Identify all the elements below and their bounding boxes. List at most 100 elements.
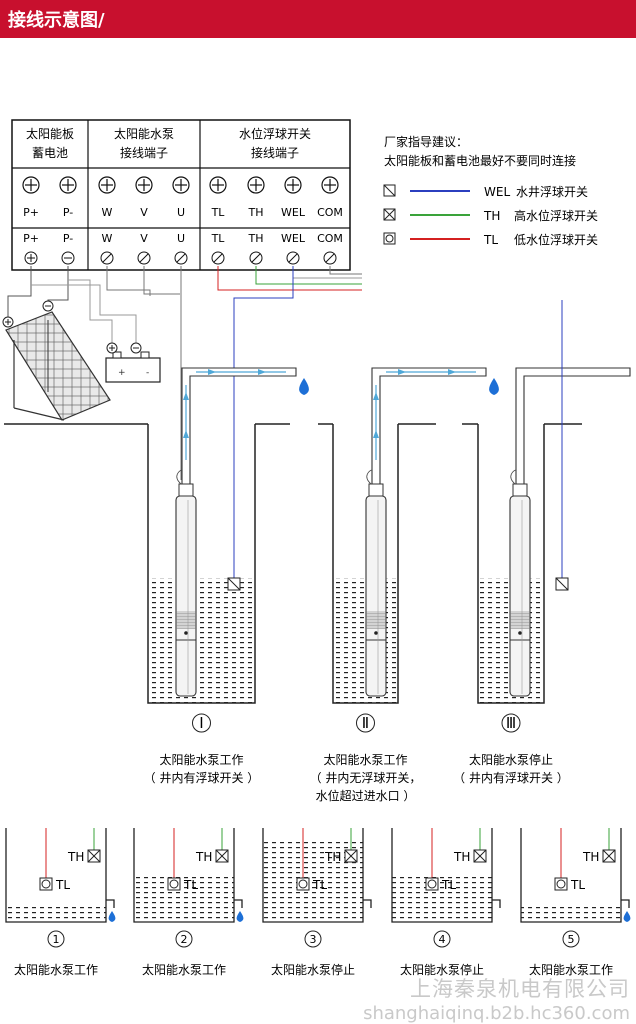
terminal-label-bottom: TH (248, 232, 264, 245)
discharge-pipe (181, 367, 297, 484)
th-label: TH (67, 850, 84, 864)
bottom-screw-icon (100, 251, 114, 265)
tank-water (6, 906, 106, 922)
discharge-pipe (515, 367, 631, 484)
tank-wall (5, 828, 107, 923)
tl-label: TL (441, 878, 456, 892)
tank-label: 太阳能水泵停止 (400, 962, 484, 977)
legend-wel-label: 水井浮球开关 (516, 185, 588, 199)
legend-th-label: 高水位浮球开关 (514, 208, 598, 223)
well-caption-line: （ 井内有浮球开关 ） (144, 771, 260, 785)
well-caption-line: 太阳能水泵工作 (159, 752, 243, 767)
advice-block: 厂家指导建议： 太阳能板和蓄电池最好不要同时连接 (384, 134, 576, 168)
group-1-line2: 蓄电池 (32, 146, 68, 160)
tank-wall (133, 828, 235, 923)
tl-label: TL (183, 878, 198, 892)
bottom-screw-icon (323, 251, 337, 265)
terminal-label-top: TH (248, 206, 264, 219)
legend: WEL 水井浮球开关 TH 高水位浮球开关 TL 低水位浮球开关 (383, 184, 598, 247)
tank-water (392, 875, 492, 922)
well-numeral: Ⅱ (362, 714, 369, 732)
water-drop-icon (489, 378, 499, 395)
terminal-label-bottom: COM (317, 232, 343, 245)
terminal-label-top: TL (211, 206, 226, 219)
tank-wall (520, 828, 622, 923)
tank-2: TH TL 2 太阳能水泵工作 (133, 828, 244, 977)
well-caption-line: （ 井内有浮球开关 ） (453, 771, 569, 785)
bottom-screw-icon (211, 251, 225, 265)
terminal-label-bottom: P+ (23, 232, 39, 245)
terminal-label-bottom: W (102, 232, 113, 245)
terminal-label-bottom: U (177, 232, 185, 245)
tank-label: 太阳能水泵工作 (14, 962, 98, 977)
tank-number-circle (175, 930, 193, 948)
terminal-wel: WEL WEL (281, 176, 306, 245)
tank-4: TH TL 4 太阳能水泵停止 (391, 828, 501, 977)
header-underline (0, 36, 636, 38)
bottom-screw-icon (24, 251, 38, 265)
tank-number: 4 (439, 933, 446, 946)
solar-panel-icon (2, 300, 111, 421)
tank-wall (262, 828, 364, 923)
tank-number-circle (47, 930, 65, 948)
tl-label: TL (55, 878, 70, 892)
well-wall (332, 424, 399, 704)
terminal-w: WW (98, 176, 116, 245)
bottom-screw-icon (174, 251, 188, 265)
terminal-pplus: P+P+ (22, 176, 40, 245)
page-title: 接线示意图/ (8, 10, 105, 31)
legend-tl-code: TL (483, 233, 498, 247)
terminal-th: TH TH (247, 176, 265, 245)
well-water (148, 578, 255, 703)
terminal-label-bottom: WEL (281, 232, 306, 245)
advice-text: 太阳能板和蓄电池最好不要同时连接 (384, 153, 576, 168)
water-drop-icon (236, 911, 244, 922)
tank-number-circle (562, 930, 580, 948)
tank-1: TH TL 1 太阳能水泵工作 (5, 828, 116, 977)
table-frame (11, 119, 351, 271)
legend-wel-code: WEL (484, 185, 510, 199)
bottom-screw-icon (61, 251, 75, 265)
well-caption-line: 水位超过进水口 ） (316, 788, 416, 803)
well-numeral: Ⅰ (199, 714, 203, 732)
th-label: TH (453, 850, 470, 864)
well-caption-line: 太阳能水泵工作 (323, 752, 407, 767)
tank-number: 2 (181, 933, 188, 946)
group-3-line1: 水位浮球开关 (239, 126, 311, 141)
svg-text:-: - (146, 368, 149, 378)
well-caption-line: 太阳能水泵停止 (469, 752, 553, 767)
bottom-screw-icon (286, 251, 300, 265)
tank-label: 太阳能水泵工作 (529, 962, 613, 977)
tank-number: 1 (53, 933, 60, 946)
terminal-label-top: W (102, 206, 113, 219)
well-1: Ⅰ 太阳能水泵工作 （ 井内有浮球开关 ） (144, 367, 309, 785)
battery-icon: +- (105, 342, 161, 383)
tank-number: 5 (568, 933, 575, 946)
terminal-screws-bottom (24, 251, 337, 265)
tank-label: 太阳能水泵工作 (142, 962, 226, 977)
terminal-label-top: P- (63, 206, 73, 219)
terminal-label-top: U (177, 206, 185, 219)
advice-title: 厂家指导建议： (384, 134, 468, 149)
terminal-pminus: P-P- (59, 176, 77, 245)
terminal-tl: TL TL (209, 176, 227, 245)
wiring (7, 266, 362, 582)
tank-water (521, 906, 621, 922)
terminal-label-top: WEL (281, 206, 306, 219)
watermark-company: 上海秦泉机电有限公司 (410, 977, 630, 1001)
legend-th-code: TH (483, 209, 500, 223)
svg-text:+: + (118, 368, 126, 378)
terminal-label-bottom: TL (211, 232, 226, 245)
header-bar: 接线示意图/ (0, 0, 636, 36)
tl-label: TL (570, 878, 585, 892)
bottom-screw-icon (137, 251, 151, 265)
well-wall (477, 424, 545, 704)
water-drop-icon (108, 911, 116, 922)
th-label: TH (195, 850, 212, 864)
